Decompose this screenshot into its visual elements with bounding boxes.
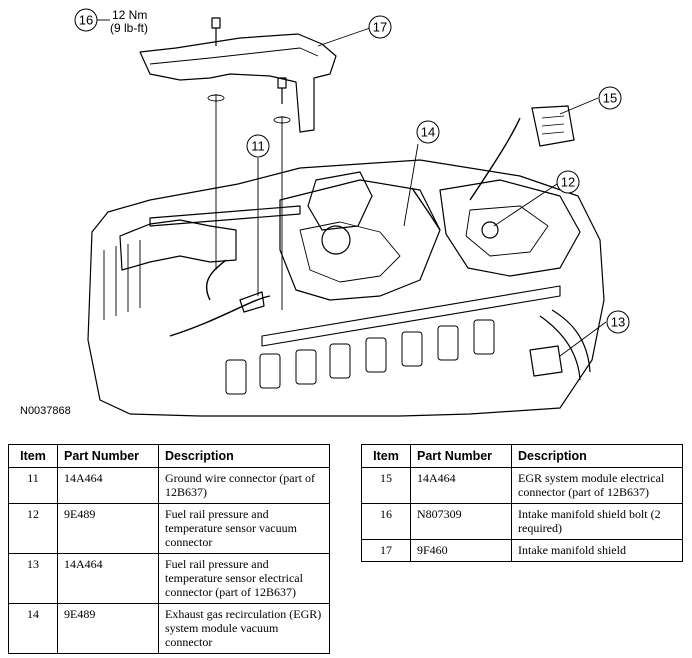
cell-part-number: 14A464 [410,467,512,504]
engine-block-outline [87,159,605,417]
cell-item: 14 [8,603,58,654]
cell-item: 12 [8,503,58,554]
callout-11-label: 11 [251,139,265,154]
torque-spec-lbft: (9 lb-ft) [110,21,148,35]
torque-spec-nm: 12 Nm [112,8,147,22]
callout-15 [598,86,622,110]
table-header-row: Item Part Number Description [8,444,330,468]
leader-17 [317,27,371,47]
frpt-vacuum-connector [481,221,499,239]
engine-illustration: 16 17 15 14 11 12 13 12 Nm (9 lb-ft) N00… [20,8,630,417]
parts-table-right: Item Part Number Description 15 14A464 E… [361,444,683,562]
egr-electrical-connector [531,105,575,147]
callout-13 [606,310,630,334]
cell-description: EGR system module electrical connector (… [511,467,683,504]
cell-description: Fuel rail pressure and temperature senso… [158,553,330,604]
cell-item: 16 [361,503,411,540]
cell-item: 15 [361,467,411,504]
cell-part-number: 9E489 [57,503,159,554]
cell-description: Ground wire connector (part of 12B637) [158,467,330,504]
cell-part-number: 14A464 [57,467,159,504]
table-row: 15 14A464 EGR system module electrical c… [361,467,683,504]
cell-description: Exhaust gas recirculation (EGR) system m… [158,603,330,654]
callout-14 [416,120,440,144]
header-item: Item [8,444,58,468]
table-row: 12 9E489 Fuel rail pressure and temperat… [8,503,330,554]
figure-code: N0037868 [20,405,71,417]
callout-12 [556,170,580,194]
header-description: Description [158,444,330,468]
right-bank-components [439,179,581,277]
leader-15 [559,97,599,115]
cell-part-number: 9F460 [410,539,512,562]
egr-module [307,171,373,231]
callout-17 [368,15,392,39]
callout-11 [246,134,270,158]
table-row: 11 14A464 Ground wire connector (part of… [8,467,330,504]
parts-table-left: Item Part Number Description 11 14A464 G… [8,444,330,654]
table-row: 14 9E489 Exhaust gas recirculation (EGR)… [8,603,330,654]
cell-item: 17 [361,539,411,562]
header-part-number: Part Number [410,444,512,468]
intake-plenum [279,179,441,301]
shield-bolt-2 [277,77,287,104]
cell-part-number: N807309 [410,503,512,540]
table-row: 13 14A464 Fuel rail pressure and tempera… [8,553,330,604]
callout-16-label: 16 [79,13,93,28]
cell-description: Fuel rail pressure and temperature senso… [158,503,330,554]
header-item: Item [361,444,411,468]
fuel-rail [149,205,301,227]
leader-13 [559,321,607,357]
table-row: 17 9F460 Intake manifold shield [361,539,683,562]
callout-14-label: 14 [421,125,435,140]
callout-15-label: 15 [603,91,617,106]
coil-row [225,319,495,395]
wiring-harness [169,117,521,337]
ground-wire-connector [239,291,265,313]
header-description: Description [511,444,683,468]
frpt-electrical-connector [529,345,563,377]
cell-description: Intake manifold shield [511,539,683,562]
shield-bolt-1 [211,17,221,46]
leader-12 [493,183,558,227]
intake-manifold-shield [139,33,337,133]
callout-13-label: 13 [611,315,625,330]
cell-part-number: 9E489 [57,603,159,654]
cell-item: 11 [8,467,58,504]
callout-12-label: 12 [561,175,575,190]
callout-16 [74,8,98,32]
cell-item: 13 [8,553,58,604]
leader-14 [403,143,419,227]
callout-17-label: 17 [373,20,387,35]
table-header-row: Item Part Number Description [361,444,683,468]
cell-part-number: 14A464 [57,553,159,604]
cell-description: Intake manifold shield bolt (2 required) [511,503,683,540]
table-row: 16 N807309 Intake manifold shield bolt (… [361,503,683,540]
intake-runners-left [119,219,237,271]
header-part-number: Part Number [57,444,159,468]
